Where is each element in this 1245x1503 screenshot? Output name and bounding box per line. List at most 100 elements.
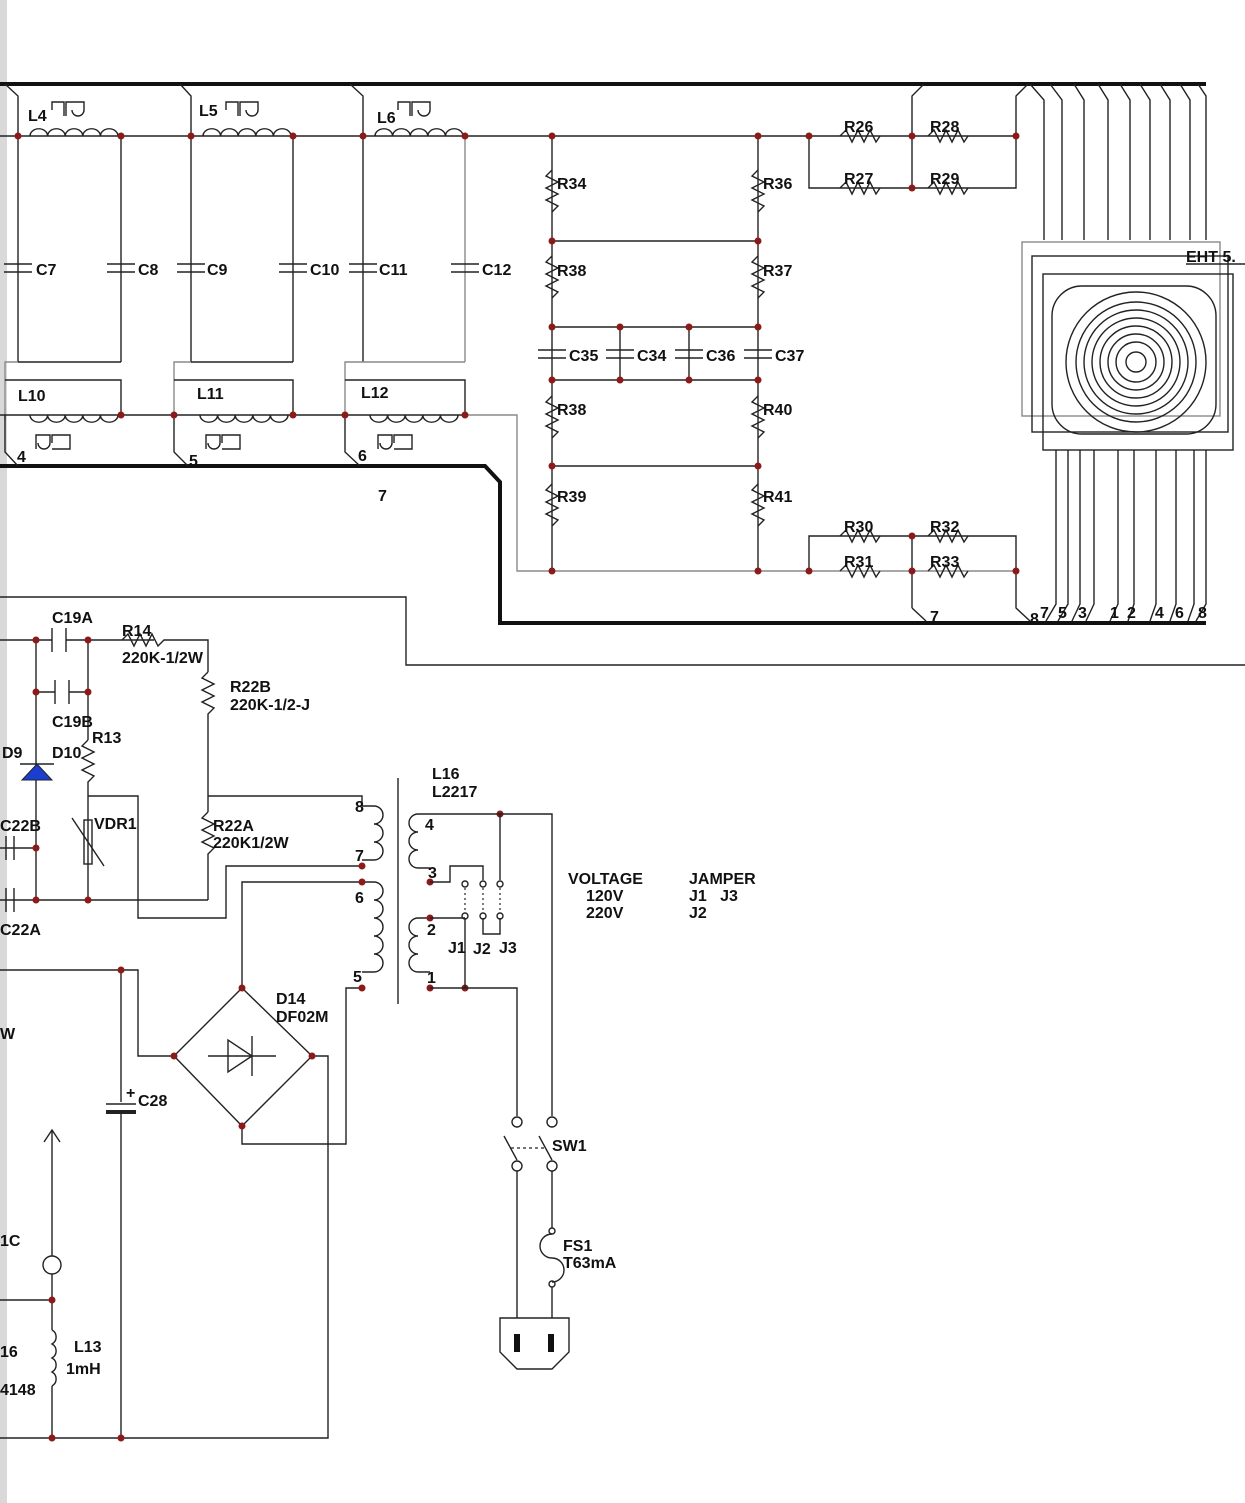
- pin-7: 7: [355, 848, 364, 865]
- resistor-ladder: R34 R38 R38 R39 R36 R37 R40 R41 C35 C34 …: [538, 132, 804, 575]
- pin-label-7: 7: [378, 488, 387, 505]
- pin-1: 1: [427, 970, 436, 987]
- eht-label: EHT 5.: [1186, 249, 1236, 266]
- mains-input: SW1 FS1 T63mA: [499, 1116, 617, 1370]
- pin-label-4: 4: [17, 449, 26, 466]
- label-r14: R14: [122, 623, 151, 640]
- pin-4: 4: [425, 817, 434, 834]
- pin-3: 3: [428, 865, 437, 882]
- pin-label-6: 6: [358, 448, 367, 465]
- crt-pin-3: 3: [1078, 605, 1087, 622]
- label-r31: R31: [844, 554, 873, 571]
- transformer-l16: L16 L2217 8 7 6 5 4 3 2 1 J1 J2 J3: [353, 766, 553, 1116]
- inductor-l6: [374, 128, 464, 137]
- label-r39: R39: [557, 489, 586, 506]
- label-d9: D9: [2, 745, 23, 762]
- crt-tube: EHT 5. 7 8 7 5 3 1 2 4 6 8: [930, 83, 1245, 628]
- label-l12: L12: [361, 385, 389, 402]
- label-r22a: R22A: [213, 818, 254, 835]
- crt-pin-1: 1: [1110, 605, 1119, 622]
- label-j2: J2: [473, 941, 491, 958]
- label-r13: R13: [92, 730, 121, 747]
- label-l16: L16: [432, 766, 460, 783]
- label-r26: R26: [844, 119, 873, 136]
- label-r27: R27: [844, 171, 873, 188]
- label-c34: C34: [637, 348, 666, 365]
- label-16-partial: 16: [0, 1344, 18, 1361]
- label-r38-upper: R38: [557, 263, 586, 280]
- label-j3: J3: [499, 940, 517, 957]
- label-r22a-value: 220K1/2W: [213, 835, 289, 852]
- jumper-row-1: J1 J3: [689, 888, 738, 905]
- label-r34: R34: [557, 176, 586, 193]
- label-c19b: C19B: [52, 714, 93, 731]
- voltage-header: VOLTAGE: [568, 871, 643, 888]
- voltage-row-2: 220V: [586, 905, 624, 922]
- inductor-l4: [29, 128, 119, 137]
- label-r30: R30: [844, 519, 873, 536]
- label-c19a: C19A: [52, 610, 93, 627]
- label-1c-partial: 1C: [0, 1233, 21, 1250]
- label-c11: C11: [379, 262, 408, 279]
- label-fs1: FS1: [563, 1238, 592, 1255]
- voltage-row-1: 120V: [586, 888, 624, 905]
- label-r14-value: 220K-1/2W: [122, 650, 204, 667]
- label-c7: C7: [36, 262, 57, 279]
- label-j1: J1: [448, 940, 466, 957]
- label-l5: L5: [199, 103, 218, 120]
- label-r36: R36: [763, 176, 792, 193]
- label-c8: C8: [138, 262, 159, 279]
- label-vdr1: VDR1: [94, 816, 137, 833]
- crt-pin-5: 5: [1058, 605, 1067, 622]
- psu-section: C19A R14 220K-1/2W R22B 220K-1/2-J C19B …: [0, 596, 1245, 1442]
- voltage-jumper-table: VOLTAGE JAMPER 120V J1 J3 220V J2: [568, 871, 756, 922]
- label-c22a: C22A: [0, 922, 41, 939]
- crt-pin-7: 7: [930, 609, 939, 626]
- label-l6: L6: [377, 110, 396, 127]
- label-fs1-rating: T63mA: [563, 1255, 617, 1272]
- pin-label-5: 5: [189, 453, 198, 470]
- label-r32: R32: [930, 519, 959, 536]
- label-4148-partial: 4148: [0, 1382, 36, 1399]
- crt-pin-8a: 8: [1030, 611, 1039, 628]
- label-c10: C10: [310, 262, 339, 279]
- label-c28: C28: [138, 1093, 167, 1110]
- label-r38-lower: R38: [557, 402, 586, 419]
- resistors-bottom-right: R30 R31 R32 R33: [805, 519, 1031, 622]
- label-c22b: C22B: [0, 818, 41, 835]
- resistors-top-right: R26 R27 R28 R29: [805, 83, 1029, 196]
- label-l2217: L2217: [432, 784, 477, 801]
- crt-pin-2: 2: [1127, 605, 1136, 622]
- label-r41: R41: [763, 489, 792, 506]
- pin-8: 8: [355, 799, 364, 816]
- crt-pin-6: 6: [1175, 605, 1184, 622]
- inductor-l5: [202, 128, 292, 137]
- label-d10: D10: [52, 745, 81, 762]
- label-r28: R28: [930, 119, 959, 136]
- pin-6: 6: [355, 890, 364, 907]
- jumper-row-2: J2: [689, 905, 707, 922]
- label-l11: L11: [197, 386, 224, 403]
- label-c37: C37: [775, 348, 804, 365]
- pin-2: 2: [427, 922, 436, 939]
- ground-bus-line: [0, 464, 1206, 625]
- crt-pin-4: 4: [1155, 605, 1164, 622]
- label-c36: C36: [706, 348, 735, 365]
- label-l13-value: 1mH: [66, 1361, 101, 1378]
- label-r22b: R22B: [230, 679, 271, 696]
- label-r22b-value: 220K-1/2-J: [230, 697, 310, 714]
- label-d14-type: DF02M: [276, 1009, 328, 1026]
- label-l10: L10: [18, 388, 46, 405]
- label-d14: D14: [276, 991, 305, 1008]
- crt-pin-8: 8: [1198, 605, 1207, 622]
- label-r29: R29: [930, 171, 959, 188]
- page-edge-shading: [0, 0, 7, 1503]
- pin-5: 5: [353, 969, 362, 986]
- label-c35: C35: [569, 348, 598, 365]
- label-sw1: SW1: [552, 1138, 587, 1155]
- label-l4: L4: [28, 108, 47, 125]
- label-r37: R37: [763, 263, 792, 280]
- crt-pin-7b: 7: [1040, 605, 1049, 622]
- label-l13: L13: [74, 1339, 102, 1356]
